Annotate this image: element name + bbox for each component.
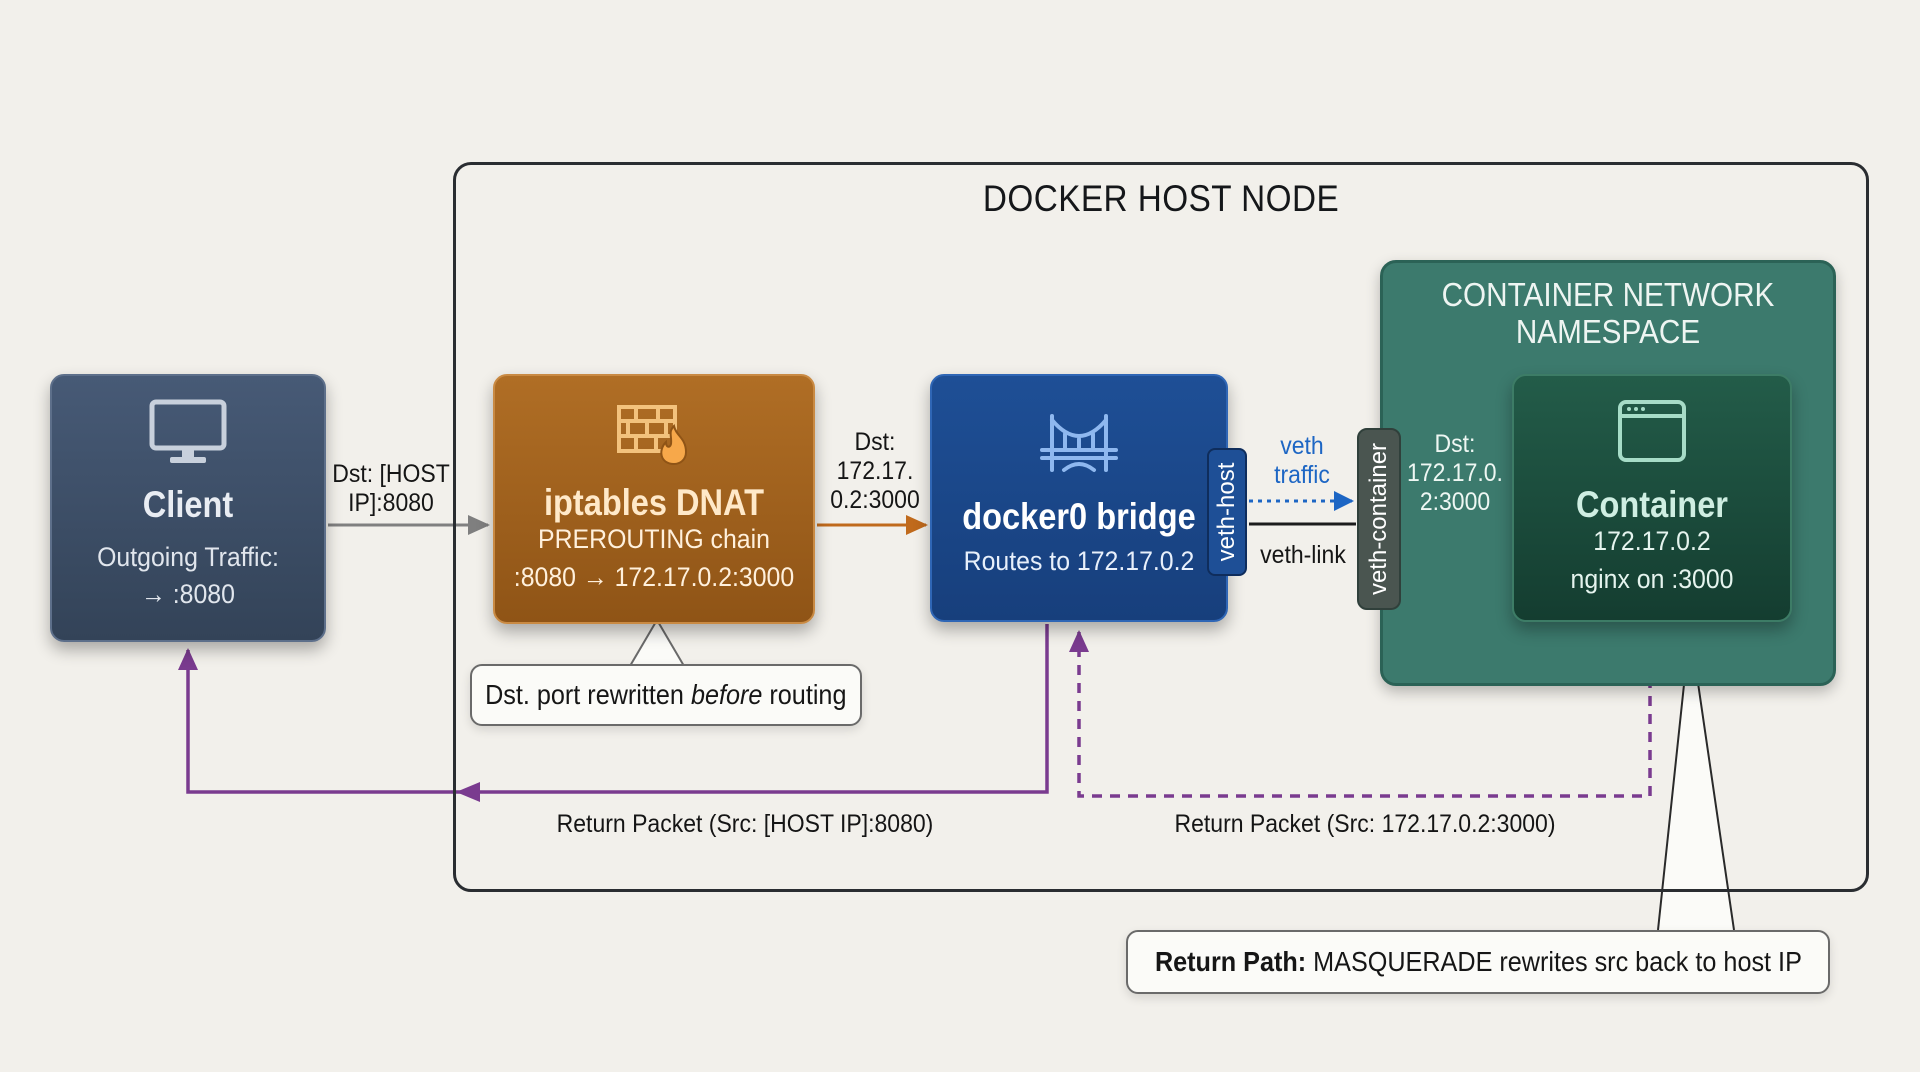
iptables-dnat-node: iptables DNAT PREROUTING chain :8080 → 1… <box>493 374 815 624</box>
iptables-title: iptables DNAT <box>543 482 765 523</box>
client-node: Client Outgoing Traffic: → :8080 <box>50 374 326 642</box>
veth-host-port: veth-host <box>1207 448 1247 576</box>
label-veth-link: veth-link <box>1260 541 1346 569</box>
label-ns-to-container: Dst: 172.17.0. 2:3000 <box>1407 430 1503 516</box>
callout-return-path-note: Return Path: MASQUERADE rewrites src bac… <box>1126 930 1830 994</box>
docker-host-frame <box>453 162 1869 892</box>
container-title: Container <box>1576 484 1728 525</box>
return-path-container-to-bridge <box>1069 624 1652 798</box>
container-namespace-title: CONTAINER NETWORK NAMESPACE <box>1441 276 1775 350</box>
callout-dnat-post: routing <box>762 679 847 710</box>
label-client-to-iptables: Dst: [HOST IP]:8080 <box>332 460 450 517</box>
callout-return-rest: MASQUERADE rewrites src back to host IP <box>1305 946 1802 977</box>
client-line-2: → :8080 <box>141 579 235 609</box>
return-path-arrowhead-left <box>456 782 480 802</box>
label-veth-traffic: veth traffic <box>1274 432 1330 489</box>
label-return-to-bridge: Return Packet (Src: 172.17.0.2:3000) <box>1174 810 1556 838</box>
veth-host-label: veth-host <box>1213 462 1240 562</box>
firewall-icon <box>495 404 813 468</box>
bridge-icon <box>932 412 1226 476</box>
client-title: Client <box>142 484 234 525</box>
label-iptables-to-bridge: Dst: 172.17. 0.2:3000 <box>830 428 920 514</box>
container-line-1: 172.17.0.2 <box>1593 526 1711 556</box>
bridge-title: docker0 bridge <box>962 496 1196 537</box>
callout-dnat-pre: Dst. port rewritten <box>485 679 692 710</box>
callout-return-bold: Return Path: <box>1154 946 1306 977</box>
monitor-icon <box>52 398 324 468</box>
container-node: Container 172.17.0.2 nginx on :3000 <box>1512 374 1792 622</box>
browser-window-icon <box>1514 398 1790 464</box>
client-line-1: Outgoing Traffic: <box>97 542 279 572</box>
label-return-to-client: Return Packet (Src: [HOST IP]:8080) <box>556 810 934 838</box>
bridge-line-1: Routes to 172.17.0.2 <box>963 546 1195 576</box>
iptables-line-2: :8080 → 172.17.0.2:3000 <box>513 562 795 592</box>
return-path-bridge-to-client <box>178 624 1049 794</box>
container-line-2: nginx on :3000 <box>1570 564 1734 594</box>
docker0-bridge-node: docker0 bridge Routes to 172.17.0.2 <box>930 374 1228 622</box>
callout-dnat-em: before <box>691 679 763 710</box>
veth-container-port: veth-container <box>1357 428 1401 610</box>
veth-container-label: veth-container <box>1365 442 1392 596</box>
iptables-line-1: PREROUTING chain <box>538 524 770 554</box>
docker-host-title: DOCKER HOST NODE <box>982 178 1340 219</box>
callout-dnat-note: Dst. port rewritten before routing <box>470 664 862 726</box>
